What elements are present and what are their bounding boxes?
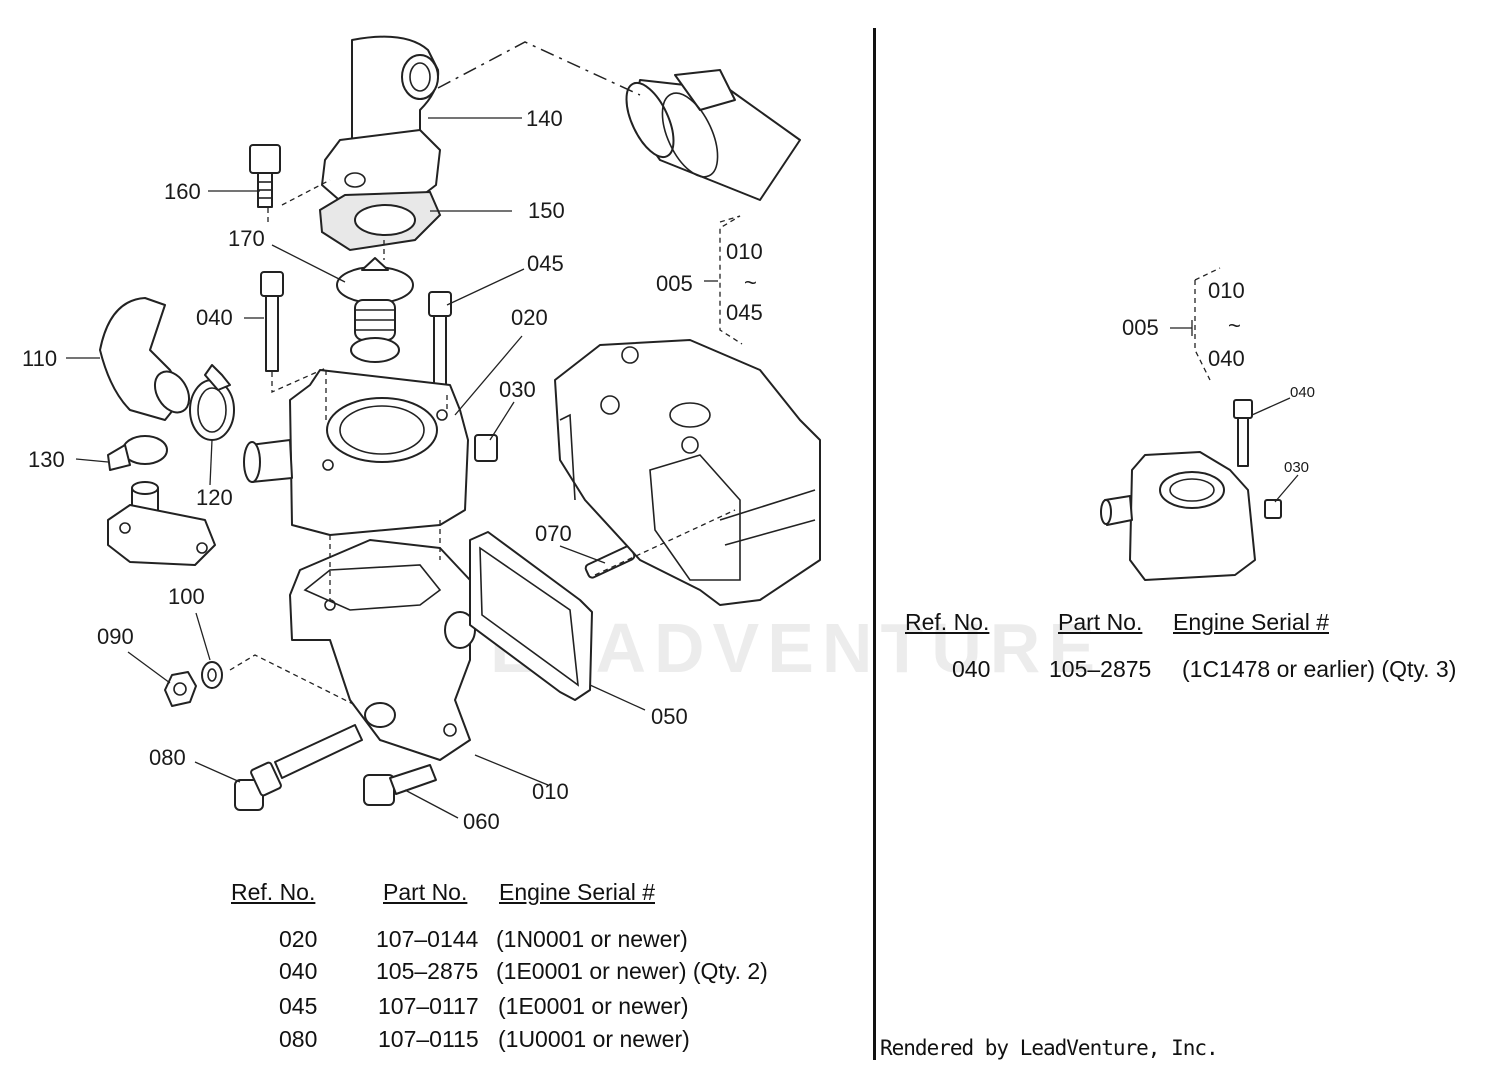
main-row-serial: (1E0001 or newer) (Qty. 2)	[496, 958, 768, 984]
main-row-part: 107–0144	[376, 926, 479, 952]
callout-170: 170	[228, 226, 265, 251]
main-row-serial: (1N0001 or newer)	[496, 926, 688, 952]
callout-080: 080	[149, 745, 186, 770]
callout-045: 045	[527, 251, 564, 276]
credit-text: Rendered by LeadVenture, Inc.	[880, 1036, 1219, 1060]
main-row-serial: (1E0001 or newer)	[498, 993, 689, 1019]
callout-100: 100	[168, 584, 205, 609]
plug-030-part	[474, 434, 498, 462]
callout-040: 040	[196, 305, 233, 330]
inset-callout-tilde: ~	[1228, 313, 1241, 338]
callout-150: 150	[528, 198, 565, 223]
radiator-hose-part	[625, 69, 801, 201]
callout-160: 160	[164, 179, 201, 204]
bolt-080-part	[234, 724, 363, 811]
callout-060: 060	[463, 809, 500, 834]
main-row-ref: 040	[279, 958, 318, 984]
nut-090-part	[164, 671, 197, 707]
callout-045-range: 045	[726, 300, 763, 325]
thermostat-part	[336, 257, 414, 363]
inset-row-ref: 040	[952, 656, 991, 682]
bolt-040-part	[260, 271, 452, 395]
clamp-120-part	[189, 364, 235, 441]
main-header-part: Part No.	[383, 879, 468, 905]
main-row-ref: 080	[279, 1026, 318, 1052]
callout-030: 030	[499, 377, 536, 402]
callout-140: 140	[526, 106, 563, 131]
inset-row-part: 105–2875	[1049, 656, 1152, 682]
inset-row-serial: (1C1478 or earlier) (Qty. 3)	[1182, 656, 1457, 682]
main-row-part: 105–2875	[376, 958, 479, 984]
inset-callout-030: 030	[1284, 459, 1309, 476]
inset-callout-040-range: 040	[1208, 346, 1245, 371]
callout-005: 005	[656, 271, 693, 296]
column-divider	[873, 28, 876, 1060]
main-row-serial: (1U0001 or newer)	[498, 1026, 690, 1052]
callout-070: 070	[535, 521, 572, 546]
stud-070-part	[584, 545, 636, 579]
gasket-050-part	[469, 531, 593, 701]
inset-header-part: Part No.	[1058, 609, 1143, 635]
callout-120: 120	[196, 485, 233, 510]
main-header-ref: Ref. No.	[231, 879, 316, 905]
main-row-ref: 020	[279, 926, 318, 952]
main-header-serial: Engine Serial #	[499, 879, 655, 905]
callout-020: 020	[511, 305, 548, 330]
main-row-ref: 045	[279, 993, 318, 1019]
callout-090: 090	[97, 624, 134, 649]
inset-callout-005: 005	[1122, 315, 1159, 340]
callout-010-flange: 010	[532, 779, 569, 804]
bolt-060-part	[363, 764, 437, 806]
callout-130: 130	[28, 447, 65, 472]
callout-tilde: ~	[744, 270, 757, 295]
clamp-130-part	[107, 435, 168, 471]
washer-100-part	[201, 661, 223, 689]
water-flange-part	[289, 539, 476, 761]
main-row-part: 107–0115	[378, 1026, 479, 1052]
main-row-part: 107–0117	[378, 993, 479, 1019]
engine-block-part	[554, 339, 821, 606]
inset-callout-040: 040	[1290, 384, 1315, 401]
callout-010: 010	[726, 239, 763, 264]
thermostat-housing-part	[243, 369, 469, 536]
bolt-160-part	[249, 144, 281, 208]
bypass-pipe-flange-part	[107, 481, 216, 566]
inset-callout-010: 010	[1208, 278, 1245, 303]
callout-050: 050	[651, 704, 688, 729]
bypass-hose-part	[99, 297, 191, 421]
callout-110: 110	[22, 346, 57, 371]
inset-header-ref: Ref. No.	[905, 609, 990, 635]
water-flange-elbow-part	[321, 35, 441, 206]
inset-header-serial: Engine Serial #	[1173, 609, 1329, 635]
inset-housing-part	[1100, 399, 1282, 581]
